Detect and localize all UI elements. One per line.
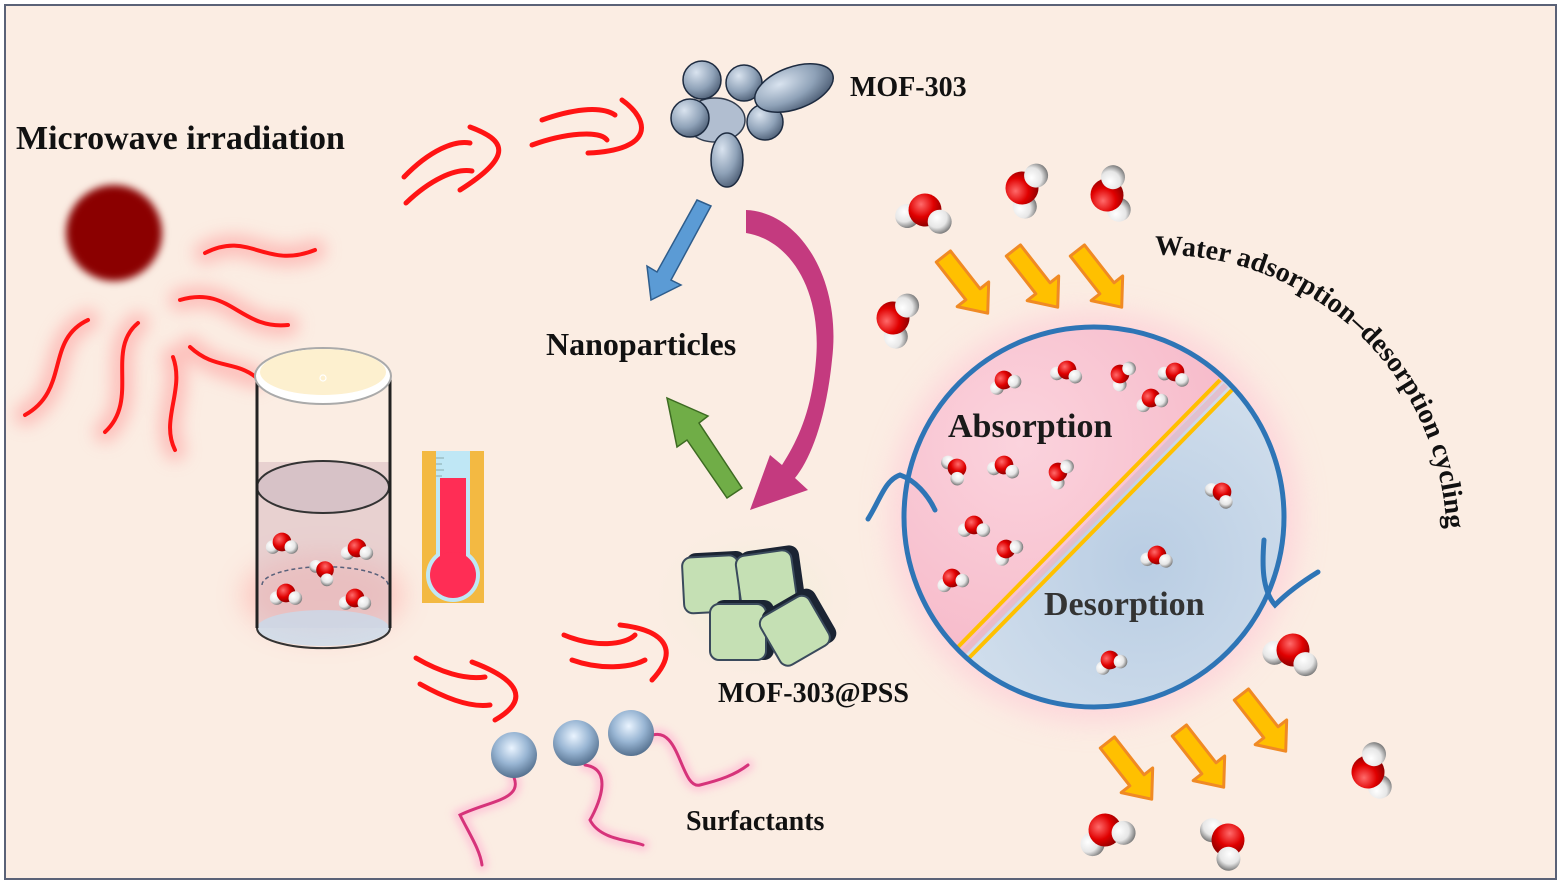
- microwave-label: Microwave irradiation: [16, 120, 345, 157]
- surfactants-label: Surfactants: [686, 806, 825, 837]
- arrow-to-nanoparticles-blue: [646, 199, 713, 302]
- nanoparticles-label: Nanoparticles: [546, 326, 737, 362]
- sun-icon: [66, 185, 162, 281]
- mof-cube-icon: [645, 515, 865, 685]
- cycle-arrow-magenta: [746, 210, 834, 510]
- mof303-label: MOF-303: [850, 72, 967, 103]
- cycle-arrow-icon: [865, 472, 1321, 609]
- microwave-wave-icon: [14, 234, 326, 461]
- figure-frame: [4, 4, 1557, 880]
- mof-cluster-icon: [670, 60, 834, 188]
- absorption-label: Absorption: [948, 408, 1113, 445]
- flow-arrow-bottom-1: [413, 655, 519, 723]
- flow-arrow-bottom-2: [561, 622, 669, 683]
- mof303-pss-label: MOF-303@PSS: [718, 678, 909, 709]
- desorption-label: Desorption: [1044, 586, 1205, 623]
- flow-arrow-top-2: [529, 97, 644, 156]
- beaker-icon: [243, 347, 403, 650]
- surfactant-icon: [451, 710, 754, 871]
- thermometer-icon: [422, 451, 484, 603]
- arrow-to-nanoparticles-green: [665, 396, 744, 500]
- flow-arrow-top-1: [401, 124, 501, 206]
